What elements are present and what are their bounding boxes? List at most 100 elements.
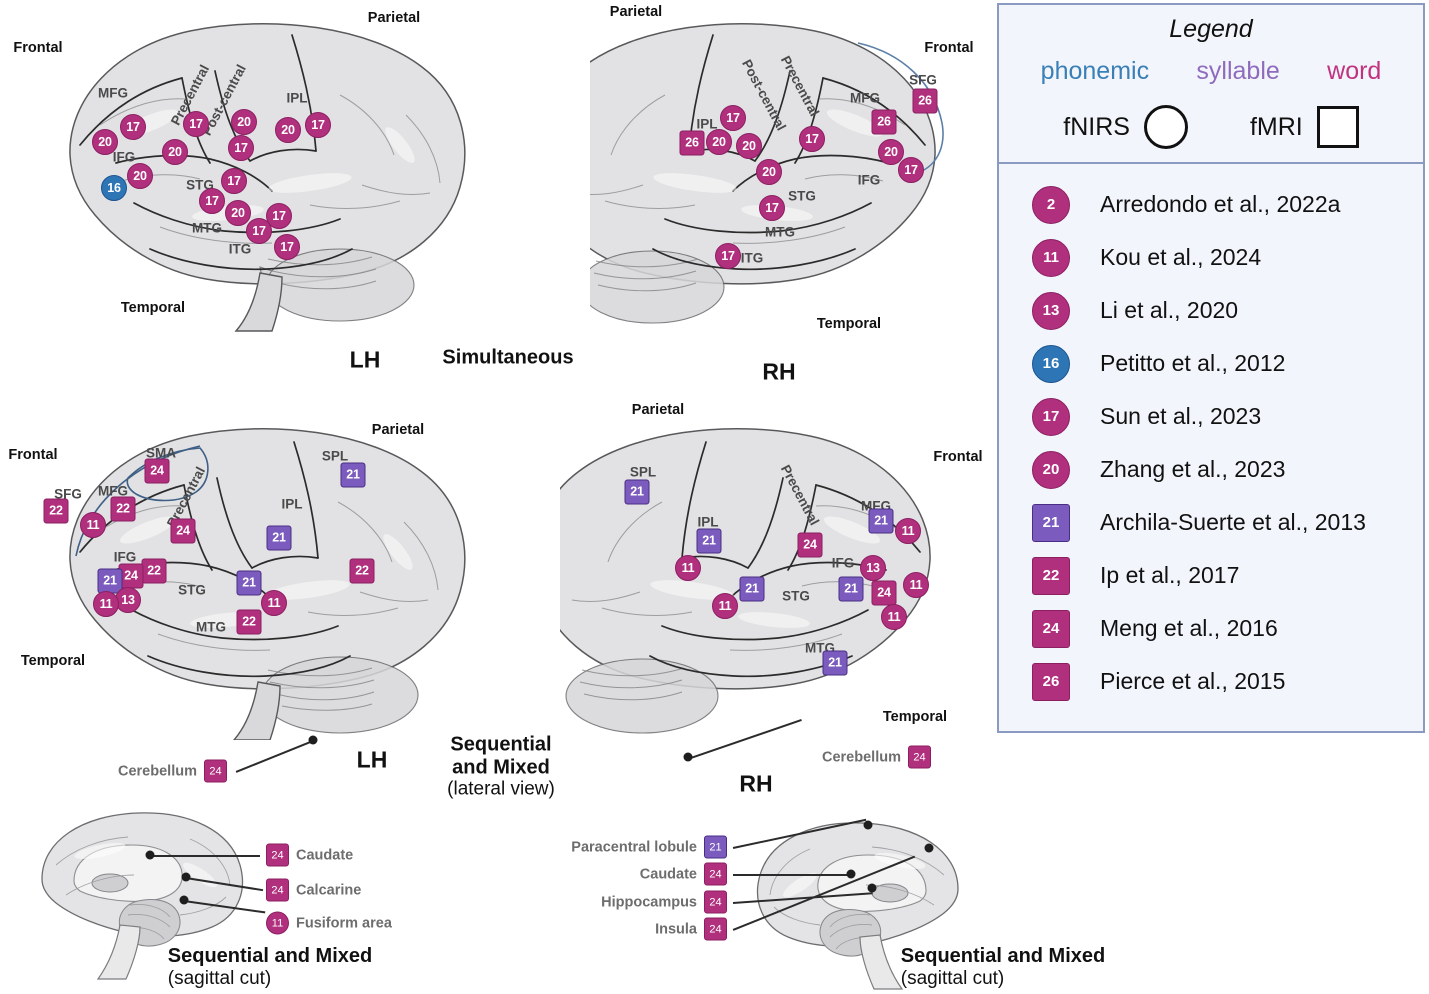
brain-marker-sim-lh-17: 17: [305, 112, 331, 138]
legend-study-row: 13 Li et al., 2020: [999, 284, 1423, 337]
brain-marker-seq-rh-24: 24: [871, 580, 897, 606]
brain-marker-sim-lh-17: 17: [183, 111, 209, 137]
callout-cerebellum-lh-label: Cerebellum: [118, 763, 197, 779]
lobe-label-sim_lh-frontal: Frontal: [13, 40, 63, 56]
brain-marker-seq-rh-21: 21: [822, 650, 848, 676]
panel-title-sequential-line1: Sequential: [450, 733, 552, 756]
brain-marker-seq-lh-11: 11: [93, 591, 119, 617]
callout-cerebellum-lh: Cerebellum 24: [118, 759, 227, 783]
hemisphere-label-seq-lh: LH: [356, 746, 388, 773]
lobe-label-sim_lh-temporal: Temporal: [120, 300, 186, 316]
brain-marker-seq-lh-22: 22: [110, 496, 136, 522]
brain-marker-seq-lh-22: 22: [141, 558, 167, 584]
brain-marker-seq-rh-11: 11: [903, 572, 929, 598]
brain-marker-sim-lh-20: 20: [275, 117, 301, 143]
legend-shape-fmri: fMRI: [1250, 106, 1359, 148]
brain-marker-seq-lh-11: 11: [261, 590, 287, 616]
cerebellum-dot-rh: [683, 752, 693, 762]
legend-study-row: 22 Ip et al., 2017: [999, 549, 1423, 602]
brain-marker-sim-lh-17: 17: [228, 135, 254, 161]
hippocampus-dot-right: [867, 883, 877, 893]
legend-study-name-11: Kou et al., 2024: [1100, 244, 1262, 270]
brain-sim-rh: [590, 5, 990, 335]
lobe-label-seq_lh-frontal: Frontal: [8, 447, 58, 463]
callout-cerebellum-lh-badge: 24: [203, 759, 227, 783]
brain-marker-sim-rh-20: 20: [706, 129, 732, 155]
legend-mode-phonemic: phonemic: [1040, 57, 1150, 85]
legend-study-row: 17 Sun et al., 2023: [999, 390, 1423, 443]
brain-marker-seq-rh-21: 21: [868, 508, 894, 534]
callout-sag-right-caudate-label: Caudate: [639, 866, 697, 882]
brain-marker-sim-rh-20: 20: [756, 159, 782, 185]
legend-study-badge-2: 2: [1032, 185, 1070, 224]
brain-sagittal-left: [30, 805, 260, 980]
brain-marker-sim-lh-20: 20: [225, 200, 251, 226]
callout-sag-right-caudate-badge: 24: [704, 862, 727, 886]
brain-marker-seq-lh-24: 24: [170, 518, 196, 544]
callout-sag-left-caudate-badge: 24: [266, 843, 289, 867]
lobe-label-sim_rh-temporal: Temporal: [816, 316, 882, 332]
caudate-dot-left: [145, 850, 155, 860]
brain-marker-sim-rh-17: 17: [715, 243, 741, 269]
legend-study-name-21: Archila-Suerte et al., 2013: [1100, 509, 1366, 535]
callout-sag-right-insula-badge: 24: [704, 917, 727, 941]
cerebellum-dot-lh: [308, 735, 318, 745]
callout-sag-left-calcarine-label: Calcarine: [296, 882, 362, 898]
legend-study-name-22: Ip et al., 2017: [1100, 562, 1240, 588]
brain-seq-rh: [560, 410, 990, 740]
brain-marker-sim-lh-17: 17: [246, 218, 272, 244]
brain-marker-seq-rh-11: 11: [712, 593, 738, 619]
legend-study-badge-22: 22: [1032, 556, 1070, 595]
callout-sag-left-caudate: 24 Caudate: [266, 843, 354, 867]
legend-study-name-13: Li et al., 2020: [1100, 297, 1239, 323]
brain-marker-sim-rh-17: 17: [799, 126, 825, 152]
brain-marker-sim-lh-20: 20: [231, 109, 257, 135]
legend-study-badge-17: 17: [1032, 397, 1070, 436]
lobe-label-seq_lh-temporal: Temporal: [20, 653, 86, 669]
legend-study-badge-20: 20: [1032, 450, 1070, 489]
callout-cerebellum-rh-badge: 24: [907, 745, 931, 769]
lobe-label-seq_rh-frontal: Frontal: [933, 449, 983, 465]
legend-study-name-20: Zhang et al., 2023: [1100, 456, 1286, 482]
callout-sag-left-fusiform-area-badge: 11: [266, 911, 289, 935]
brain-sim-lh: [10, 5, 480, 335]
paracentral-dot-right: [863, 820, 873, 830]
callout-sag-right-insula: Insula 24: [0, 917, 727, 941]
callout-sag-left-calcarine-badge: 24: [266, 878, 289, 902]
callout-cerebellum-rh-label: Cerebellum: [822, 749, 901, 765]
brain-marker-sim-lh-17: 17: [199, 188, 225, 214]
callout-sag-right-caudate: Caudate 24: [0, 862, 727, 886]
brain-marker-seq-lh-13: 13: [115, 587, 141, 613]
callout-sag-left-caudate-label: Caudate: [296, 847, 354, 863]
callout-sag-right-paracentral-lobule-label: Paracentral lobule: [571, 839, 697, 855]
callout-sag-right-insula-label: Insula: [655, 921, 697, 937]
brain-marker-sim-rh-20: 20: [736, 133, 762, 159]
brain-marker-seq-lh-21: 21: [266, 525, 292, 551]
legend-title: Legend: [1169, 15, 1253, 43]
caudate-leader-right: [733, 874, 853, 876]
sagittal-right-subtitle: (sagittal cut): [900, 967, 1005, 989]
legend-shape-label-fnirs: fNIRS: [1063, 112, 1130, 141]
legend-study-name-17: Sun et al., 2023: [1100, 403, 1262, 429]
brain-marker-seq-lh-24: 24: [118, 563, 144, 589]
hemisphere-label-seq-rh: RH: [739, 770, 773, 797]
brain-marker-sim-rh-26: 26: [912, 88, 938, 114]
legend-study-badge-11: 11: [1032, 238, 1070, 277]
legend-study-name-16: Petitto et al., 2012: [1100, 350, 1286, 376]
calcarine-dot-left: [181, 872, 191, 882]
legend-shape-fnirs: fNIRS: [1063, 105, 1188, 149]
brain-marker-sim-lh-17: 17: [274, 234, 300, 260]
legend-study-badge-13: 13: [1032, 291, 1070, 330]
brain-marker-seq-lh-22: 22: [236, 609, 262, 635]
legend-study-row: 11 Kou et al., 2024: [999, 231, 1423, 284]
brain-marker-sim-rh-17: 17: [720, 105, 746, 131]
brain-marker-seq-lh-11: 11: [80, 512, 106, 538]
lobe-label-sim_lh-parietal: Parietal: [367, 10, 421, 26]
